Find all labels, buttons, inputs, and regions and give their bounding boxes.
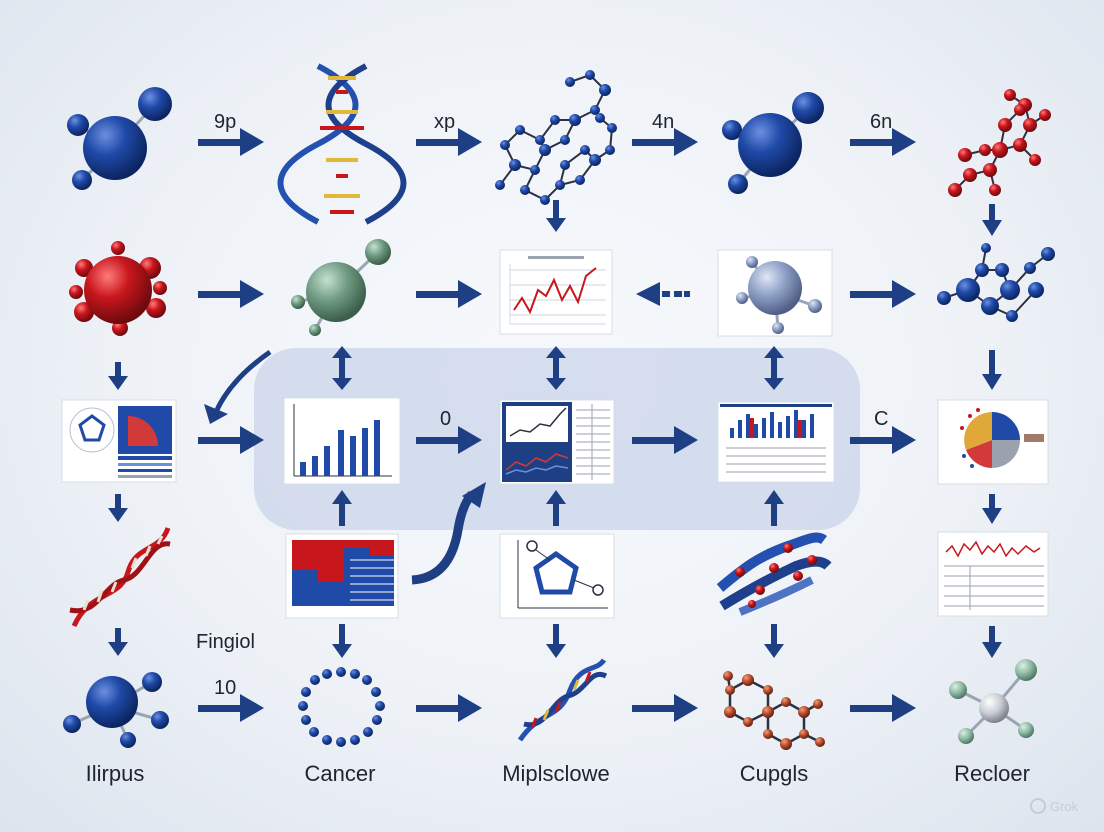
caption-col5: Recloer: [954, 761, 1030, 786]
arrow-right: [850, 694, 916, 722]
caption-col3: Miplsclowe: [502, 761, 610, 786]
arrow-right: [416, 426, 482, 454]
watermark-text: Grok: [1050, 799, 1079, 814]
label-fingiol: Fingiol: [196, 631, 255, 653]
line-chart-card: [499, 249, 613, 335]
area-chart-card: [285, 533, 399, 619]
arrow-down: [108, 362, 128, 390]
pie-chart-card: [937, 399, 1049, 485]
molecular-network-atoms: [495, 70, 617, 205]
gray-molecule-icon: [949, 659, 1037, 744]
caption-col2: Cancer: [305, 761, 376, 786]
blue-molecular-network-icon: [937, 243, 1055, 322]
arrow-right: [198, 694, 264, 722]
green-molecule-icon: [291, 239, 391, 336]
dna-helix-icon: [277, 63, 407, 225]
arrow-right: [198, 280, 264, 308]
blue-molecule-icon: [63, 672, 169, 748]
arrow-down: [108, 494, 128, 522]
arrow-up: [546, 490, 566, 526]
arrow-bidirectional: [332, 346, 352, 390]
arrow-right: [416, 128, 482, 156]
structure-plot-card: [499, 533, 615, 619]
red-dna-helix-icon: [69, 527, 171, 628]
arrow-right: [850, 426, 916, 454]
molecular-network-icon: [499, 73, 614, 202]
steel-molecule-card: [717, 249, 833, 337]
arrow-down: [982, 204, 1002, 236]
arrow-right: [198, 426, 264, 454]
grok-logo-icon: [1030, 798, 1046, 814]
arrow-label-c: C: [874, 408, 888, 430]
arrow-label-6n: 6n: [870, 111, 892, 133]
arrow-label-10: 10: [214, 677, 236, 699]
hexagon-molecule-icon: [723, 671, 825, 750]
arrow-up: [764, 490, 784, 526]
arrow-right: [850, 280, 916, 308]
atom-ring-icon: [298, 667, 385, 747]
arrow-right: [198, 128, 264, 156]
dashed-arrow-left: [636, 282, 690, 306]
red-molecular-network-icon: [948, 89, 1051, 197]
arrow-label-4n: 4n: [652, 111, 674, 133]
arrow-label-0: 0: [440, 408, 451, 430]
curved-arrow: [204, 349, 272, 424]
arrow-down: [764, 624, 784, 658]
arrow-right: [416, 280, 482, 308]
arrow-right: [632, 426, 698, 454]
arrow-label-9p: 9p: [214, 111, 236, 133]
blue-molecule-icon: [722, 92, 824, 194]
arrow-down: [982, 626, 1002, 658]
bar-report-card: [717, 401, 835, 483]
caption-col4: Cupgls: [740, 761, 808, 786]
arrow-down: [982, 350, 1002, 390]
bar-chart-card: [283, 397, 401, 485]
arrow-label-xp: xp: [434, 111, 455, 133]
blue-molecule-icon: [67, 87, 172, 190]
arrow-right: [632, 694, 698, 722]
arrow-bidirectional: [764, 346, 784, 390]
arrow-down: [332, 624, 352, 658]
arrow-down: [546, 200, 566, 232]
grok-watermark: Grok: [1030, 798, 1079, 814]
arrow-bidirectional: [546, 346, 566, 390]
arrow-right: [416, 694, 482, 722]
arrow-down: [108, 628, 128, 656]
structure-report-card: [61, 399, 177, 483]
arrow-right: [632, 128, 698, 156]
arrow-down: [982, 494, 1002, 524]
curved-arrow: [411, 482, 486, 585]
protein-ribbon-icon: [716, 532, 832, 616]
caption-col1: Ilirpus: [86, 761, 145, 786]
arrow-down: [546, 624, 566, 658]
dna-helix-icon: [517, 658, 608, 742]
arrow-up: [332, 490, 352, 526]
red-virus-molecule-icon: [69, 241, 167, 336]
dashboard-card: [499, 399, 615, 485]
arrow-right: [850, 128, 916, 156]
line-table-card: [937, 531, 1049, 617]
